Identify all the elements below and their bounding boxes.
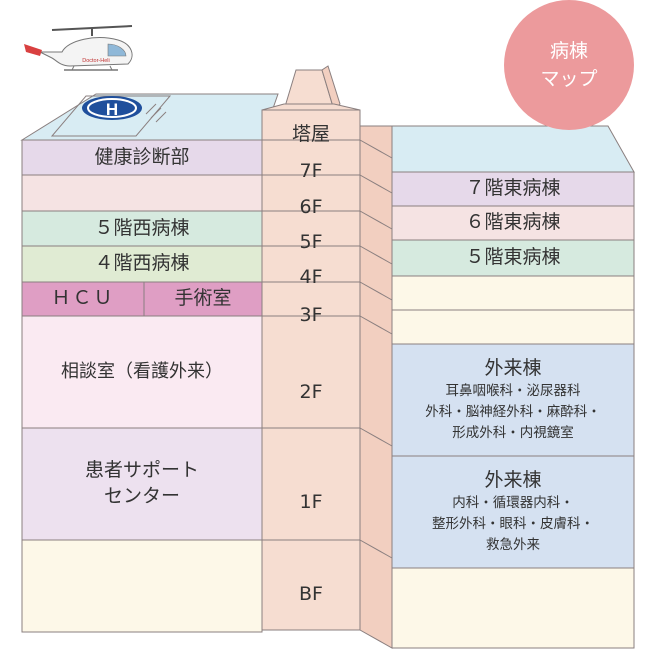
west-label-5f: ５階西病棟 [94, 216, 190, 239]
west-label-support: 患者サポート センター [22, 428, 262, 540]
helicopter-icon: Doctor-Heli [24, 25, 133, 71]
east-outpatient-1f: 外来棟 内科・循環器内科・ 整形外科・眼科・皮膚科・ 救急外来 [392, 456, 634, 568]
east-row-4f [391, 275, 635, 311]
helipad-icon: H [50, 95, 172, 137]
east-outpatient-2f: 外来棟 耳鼻咽喉科・泌尿器科 外科・脳神経外科・麻酔科・ 形成外科・内視鏡室 [392, 344, 634, 456]
east-row-5f [391, 239, 635, 277]
east-outpatient-2f-desc-3: 形成外科・内視鏡室 [452, 425, 574, 442]
badge-line-1: 病棟 [549, 39, 588, 62]
west-label-hcu: ＨＣＵ [51, 287, 115, 310]
tower-front [261, 109, 361, 631]
svg-text:Doctor-Heli: Doctor-Heli [82, 58, 110, 64]
east-row-1f [391, 455, 635, 569]
west-row-5f [21, 210, 263, 247]
east-label-5f: ５階東病棟 [465, 246, 561, 269]
west-label-4f: ４階西病棟 [94, 252, 190, 275]
west-row-1f [21, 427, 263, 541]
west-row-bf [21, 539, 263, 633]
floor-label-6f: 6F [299, 196, 323, 218]
east-outpatient-2f-title: 外来棟 [484, 356, 542, 379]
west-roof [20, 93, 279, 141]
floor-label-7f: 7F [299, 160, 323, 182]
east-roof [359, 125, 635, 173]
west-label-shujutsu: 手術室 [174, 287, 232, 310]
svg-text:H: H [106, 100, 118, 119]
west-row-empty-6f [21, 174, 263, 212]
east-outpatient-1f-desc-2: 整形外科・眼科・皮膚科・ [432, 516, 594, 533]
east-outpatient-1f-desc-1: 内科・循環器内科・ [452, 495, 574, 512]
east-row-3f [391, 309, 635, 345]
tower-side [359, 125, 393, 649]
floor-label-3f: 3F [299, 304, 323, 326]
floor-label-1f: 1F [299, 491, 323, 513]
east-label-6f: ６階東病棟 [465, 211, 561, 234]
east-outpatient-1f-desc-3: 救急外来 [486, 537, 540, 554]
west-label-kenshin: 健康診断部 [94, 145, 190, 168]
east-outpatient-2f-desc-2: 外科・脳神経外科・麻酔科・ [425, 404, 601, 421]
badge-line-2: マップ [540, 68, 598, 90]
east-label-7f: ７階東病棟 [465, 177, 561, 200]
west-label-soudan: 相談室（看護外来） [61, 360, 223, 382]
floor-label-4f: 4F [299, 266, 323, 288]
west-label-support-line1: 患者サポート [84, 459, 199, 482]
east-outpatient-1f-title: 外来棟 [484, 468, 542, 491]
floor-label-2f: 2F [299, 381, 323, 403]
west-row-2f [21, 315, 263, 429]
east-row-6f [391, 205, 635, 241]
ward-map-badge: 病棟 マップ [504, 0, 634, 130]
floor-label-touya: 塔屋 [291, 122, 330, 145]
east-outpatient-2f-desc-1: 耳鼻咽喉科・泌尿器科 [445, 383, 581, 400]
floor-label-5f: 5F [299, 231, 323, 253]
west-label-support-line2: センター [103, 485, 180, 507]
east-row-2f [391, 343, 635, 457]
floor-label-bf: BF [299, 583, 323, 605]
east-row-bf [391, 567, 635, 649]
